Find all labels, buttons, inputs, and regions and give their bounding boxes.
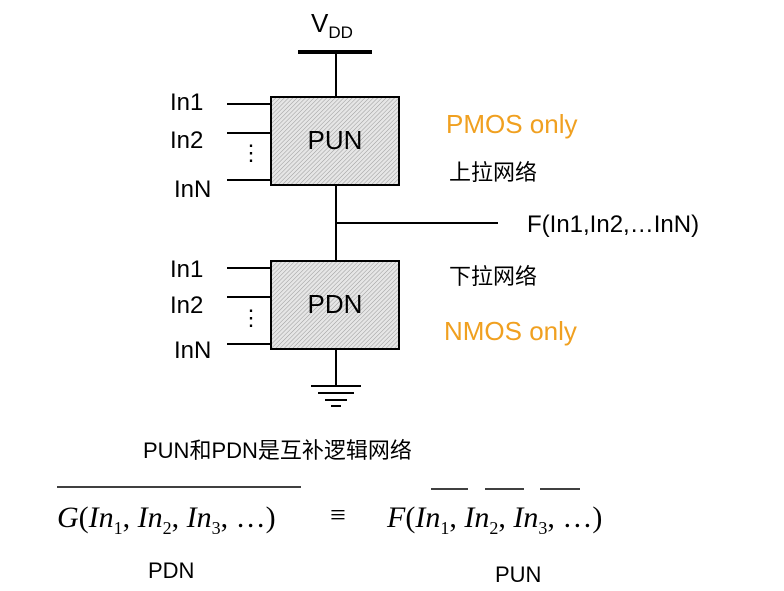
pdn-box-label: PDN <box>308 289 363 319</box>
nmos-only-note: NMOS only <box>444 316 577 346</box>
pull-up-network-label: 上拉网络 <box>449 160 537 185</box>
output-label: F(In1,In2,…InN) <box>527 211 699 238</box>
pull-down-network-label: 下拉网络 <box>449 264 537 289</box>
equivalence-symbol: ≡ <box>330 500 346 531</box>
pun-input-2: In2 <box>170 127 203 154</box>
pun-input-n: InN <box>174 176 211 203</box>
pdn-input-2: In2 <box>170 292 203 319</box>
complementary-caption: PUN和PDN是互补逻辑网络 <box>143 438 412 463</box>
rhs-caption-pun: PUN <box>495 562 541 587</box>
lhs-caption-pdn: PDN <box>148 558 194 583</box>
pun-box-label: PUN <box>308 125 363 155</box>
lhs-expression: G(In1, In2, In3, …) <box>57 501 276 538</box>
vdd-label: VDD <box>311 8 353 42</box>
pun-box <box>270 96 400 186</box>
ground-symbol <box>311 349 361 407</box>
pun-input-1: In1 <box>170 89 203 116</box>
pdn-input-n: InN <box>174 337 211 364</box>
pdn-box <box>270 260 400 350</box>
pdn-input-1: In1 <box>170 256 203 283</box>
pmos-only-note: PMOS only <box>446 109 578 139</box>
rhs-expression: F(In1, In2, In3, …) <box>386 501 602 538</box>
pun-input-dots: ⋮ <box>240 140 262 165</box>
pdn-input-dots: ⋮ <box>240 305 262 330</box>
